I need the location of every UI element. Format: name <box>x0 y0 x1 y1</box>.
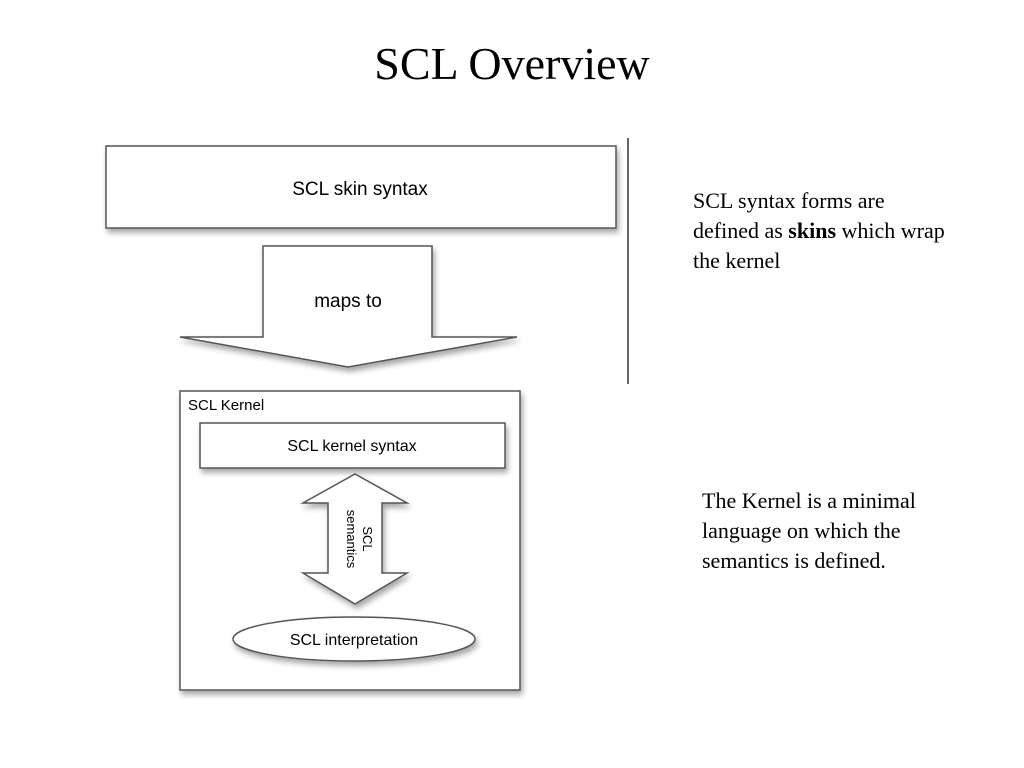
skins-note-text-before: SCL syntax forms are defined as <box>693 188 885 243</box>
slide-title: SCL Overview <box>374 38 650 89</box>
skins-note-text-after: which wrap the kernel <box>693 218 945 273</box>
maps-to-arrow: maps to <box>179 245 518 368</box>
interpretation-label: SCL interpretation <box>290 632 418 649</box>
semantics-label-line2: semantics <box>344 510 359 569</box>
semantics-arrow: SCL semantics <box>300 473 410 605</box>
skins-note-bold-word: skins <box>788 218 837 243</box>
skins-note: SCL syntax forms are defined as skins wh… <box>693 186 953 276</box>
interpretation-ellipse: SCL interpretation <box>232 616 476 662</box>
semantics-label-line1: SCL <box>360 526 375 551</box>
skin-syntax-label: SCL skin syntax <box>292 179 428 200</box>
kernel-note: The Kernel is a minimal language on whic… <box>702 488 916 573</box>
kernel-syntax-label: SCL kernel syntax <box>287 438 416 455</box>
maps-to-label: maps to <box>314 291 382 312</box>
kernel-syntax-box: SCL kernel syntax <box>199 422 506 469</box>
skin-syntax-box: SCL skin syntax <box>105 145 617 229</box>
kernel-container-label: SCL Kernel <box>188 397 264 414</box>
